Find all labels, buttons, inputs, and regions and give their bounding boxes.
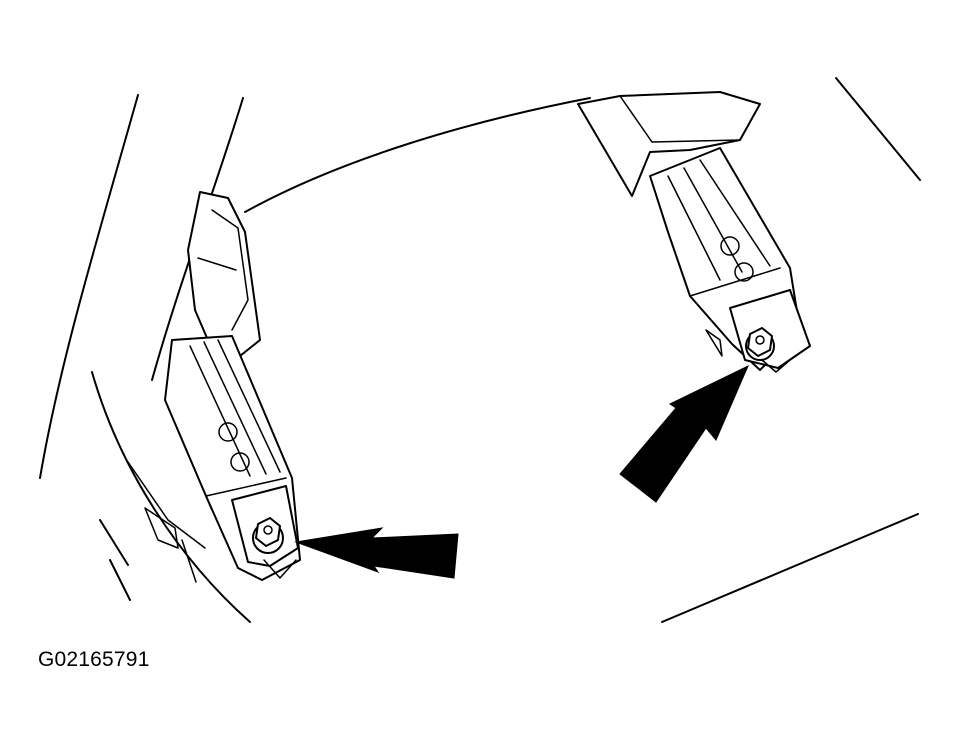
body-panel-outline bbox=[39, 77, 921, 623]
right-mount-bracket bbox=[577, 91, 811, 373]
arrow-right-nut bbox=[619, 364, 749, 503]
right-mount-nut bbox=[745, 327, 775, 361]
arrow-left-nut bbox=[294, 527, 459, 579]
figure-id-label: G02165791 bbox=[38, 648, 150, 671]
left-mount-nut bbox=[252, 517, 284, 554]
